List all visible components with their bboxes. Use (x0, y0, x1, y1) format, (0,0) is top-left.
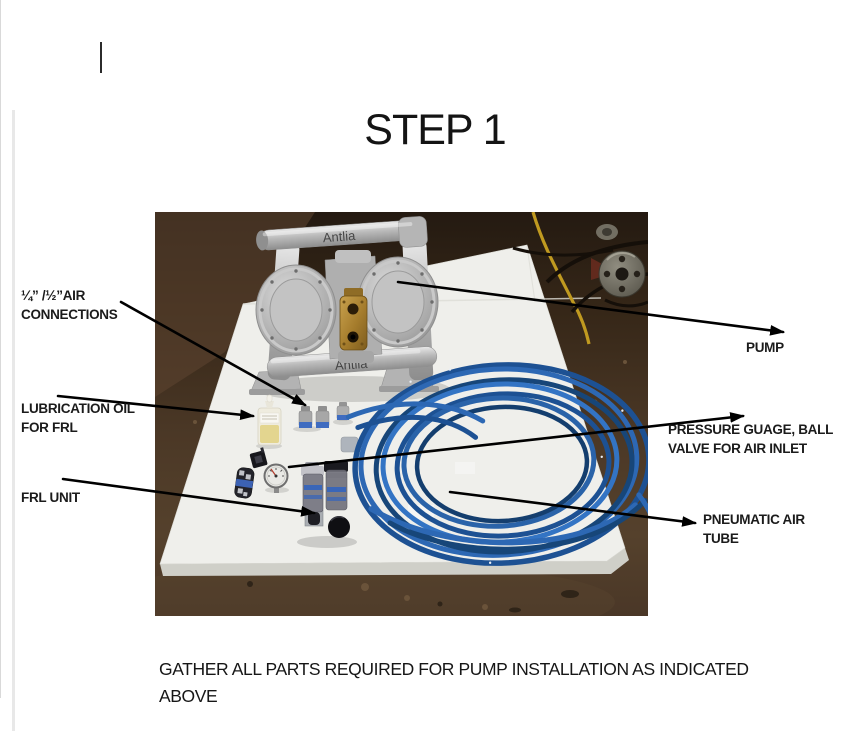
bottom-caption: GATHER ALL PARTS REQUIRED FOR PUMP INSTA… (159, 656, 799, 710)
brass-valve (339, 288, 368, 351)
label-line: CONNECTIONS (21, 307, 118, 323)
text-cursor-mark (100, 42, 102, 73)
page-margin-bar (12, 110, 15, 731)
label-pressure-gauge: PRESSURE GUAGE, BALL VALVE FOR AIR INLET (668, 420, 833, 458)
label-frl-unit: FRL UNIT (21, 488, 80, 507)
label-pneumatic-tube: PNEUMATIC AIR TUBE (703, 510, 805, 548)
label-line: FOR FRL (21, 420, 78, 436)
parts-photo-image: Antlia (95, 211, 661, 642)
label-line: FRL UNIT (21, 490, 80, 505)
label-line: LUBRICATION OIL (21, 401, 135, 416)
parts-photo: Antlia (95, 211, 661, 642)
label-lubrication-oil: LUBRICATION OIL FOR FRL (21, 399, 135, 437)
label-line: PRESSURE GUAGE, BALL (668, 422, 834, 437)
pressure-gauge (263, 463, 289, 493)
pump-left-chamber (255, 264, 337, 356)
pump-brand-top-text: Antlia (322, 228, 356, 245)
label-line: VALVE FOR AIR INLET (668, 441, 807, 457)
label-air-connections: ¼” /½”AIR CONNECTIONS (21, 286, 118, 324)
page-edge-line (0, 0, 1, 698)
din-connector (249, 447, 268, 469)
caption-line: GATHER ALL PARTS REQUIRED FOR PUMP INSTA… (159, 659, 749, 679)
label-line: PUMP (746, 340, 784, 355)
label-line: TUBE (703, 531, 739, 547)
label-line: ¼” /½”AIR (21, 288, 86, 303)
caption-line: ABOVE (159, 686, 218, 707)
page-title: STEP 1 (364, 106, 506, 154)
label-pump: PUMP (746, 338, 784, 357)
pump-right-chamber (357, 256, 439, 348)
label-line: PNEUMATIC AIR (703, 512, 805, 527)
